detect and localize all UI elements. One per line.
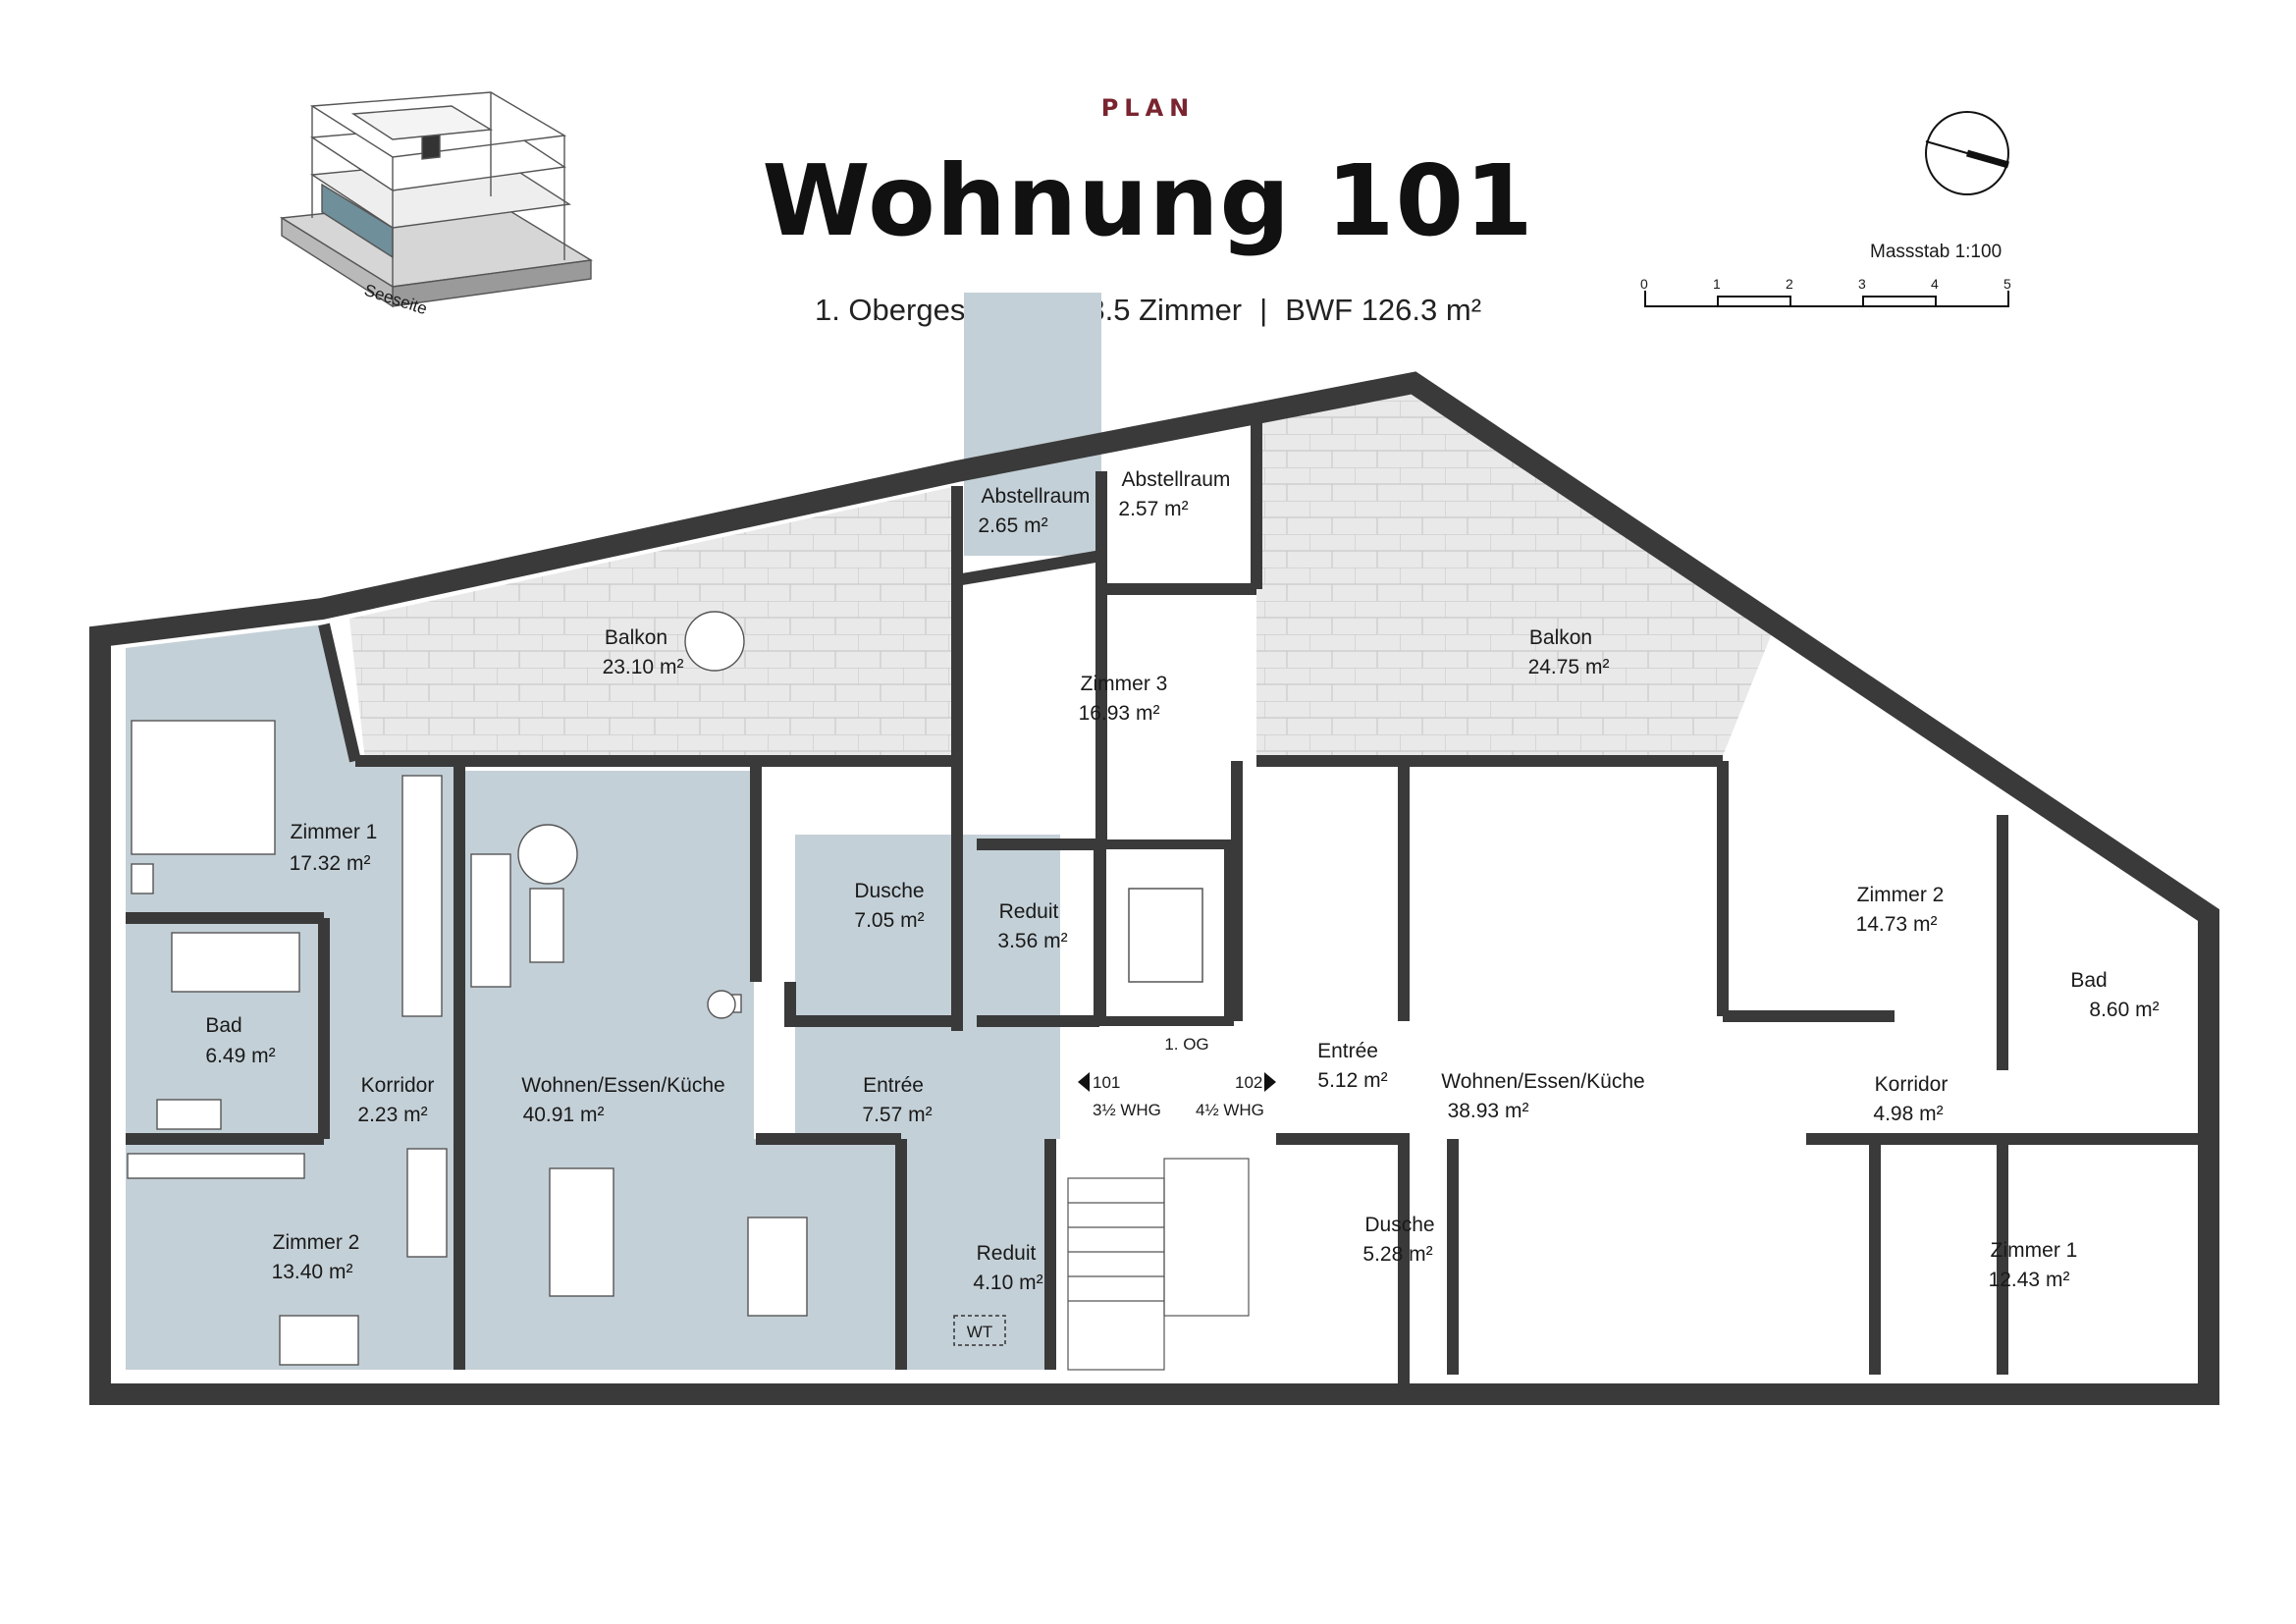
room-area: 5.28 m² bbox=[1362, 1243, 1432, 1266]
room-name: Dusche bbox=[1364, 1214, 1434, 1236]
arrow-left-icon bbox=[1078, 1072, 1090, 1092]
stair-treads bbox=[1067, 1158, 1250, 1371]
furniture-101 bbox=[127, 611, 808, 1366]
room-name: Wohnen/Essen/Küche bbox=[1441, 1070, 1644, 1093]
scale-tick: 4 bbox=[1931, 276, 1939, 292]
room-area: 6.49 m² bbox=[205, 1045, 275, 1067]
room-name: Abstellraum bbox=[982, 485, 1091, 508]
room-area: 2.57 m² bbox=[1118, 498, 1188, 520]
unit-number: 101 bbox=[1093, 1073, 1120, 1092]
room-area: 14.73 m² bbox=[1856, 913, 1938, 936]
unit-type: 4½ WHG bbox=[1196, 1101, 1264, 1119]
room-area: 12.43 m² bbox=[1989, 1269, 2070, 1291]
separator: | bbox=[1259, 293, 1268, 327]
outer-wall bbox=[89, 371, 2219, 1405]
room-labels-101: Abstellraum 2.65 m² Balkon 23.10 m² Zimm… bbox=[205, 485, 1090, 1294]
interior-walls bbox=[126, 417, 2199, 1394]
room-name: Zimmer 2 bbox=[273, 1231, 360, 1254]
room-area: 8.60 m² bbox=[2089, 999, 2159, 1021]
lift-icon bbox=[1096, 839, 1234, 1026]
room-area: 5.12 m² bbox=[1317, 1069, 1387, 1092]
room-area: 7.57 m² bbox=[862, 1104, 932, 1126]
room-area: 38.93 m² bbox=[1448, 1100, 1529, 1122]
scale-label: Massstab 1:100 bbox=[1870, 242, 2002, 262]
unit-type: 3½ WHG bbox=[1093, 1101, 1161, 1119]
room-name: Abstellraum bbox=[1122, 468, 1231, 491]
stair-area bbox=[1068, 1139, 1274, 1370]
room-name: Zimmer 3 bbox=[1081, 673, 1168, 695]
area-label: BWF 126.3 m² bbox=[1285, 293, 1482, 327]
meter-box bbox=[953, 1315, 1006, 1346]
room-area: 7.05 m² bbox=[854, 909, 924, 932]
arrow-right-icon bbox=[1264, 1072, 1276, 1092]
room-name: Zimmer 1 bbox=[291, 821, 378, 843]
room-area: 4.10 m² bbox=[973, 1272, 1042, 1294]
room-name: Dusche bbox=[854, 880, 924, 902]
balcony-left bbox=[349, 486, 957, 761]
room-area: 13.40 m² bbox=[272, 1261, 353, 1283]
scale-tick: 0 bbox=[1640, 276, 1648, 292]
scale-bar bbox=[1644, 291, 2009, 307]
plan-eyebrow: PLAN bbox=[1100, 94, 1196, 122]
room-name: Zimmer 1 bbox=[1991, 1239, 2078, 1262]
room-name: Reduit bbox=[977, 1242, 1037, 1265]
room-name: Zimmer 2 bbox=[1857, 884, 1945, 906]
room-labels-102: Abstellraum 2.57 m² Zimmer 3 16.93 m² Re… bbox=[997, 468, 2159, 1291]
page-title: Wohnung 101 bbox=[762, 143, 1534, 258]
room-area: 3.56 m² bbox=[997, 930, 1067, 952]
room-name: Wohnen/Essen/Küche bbox=[521, 1074, 724, 1097]
stair-landing: 1. OG 101 3½ WHG 102 4½ WHG WT bbox=[953, 1035, 1276, 1346]
unit-number: 102 bbox=[1235, 1073, 1262, 1092]
room-area: 2.65 m² bbox=[978, 514, 1047, 537]
room-area: 17.32 m² bbox=[290, 852, 371, 875]
scale-tick: 3 bbox=[1858, 276, 1866, 292]
room-name: Entrée bbox=[863, 1074, 924, 1097]
room-name: Reduit bbox=[999, 900, 1059, 923]
room-area: 40.91 m² bbox=[523, 1104, 605, 1126]
floor-label: 1. OG bbox=[1164, 1035, 1208, 1054]
meter-label: WT bbox=[967, 1323, 992, 1341]
room-name: Korridor bbox=[361, 1074, 435, 1097]
rooms-label: 3.5 Zimmer bbox=[1088, 293, 1243, 327]
room-area: 4.98 m² bbox=[1873, 1103, 1943, 1125]
room-name: Balkon bbox=[605, 626, 667, 649]
balcony-right bbox=[1256, 393, 1772, 756]
room-name: Korridor bbox=[1875, 1073, 1949, 1096]
scale-tick: 1 bbox=[1713, 276, 1721, 292]
scale-tick: 2 bbox=[1786, 276, 1793, 292]
scale-tick: 5 bbox=[2003, 276, 2011, 292]
room-area: 23.10 m² bbox=[603, 656, 684, 678]
room-name: Entrée bbox=[1317, 1040, 1378, 1062]
scale-ticks: 0 1 2 3 4 5 bbox=[1640, 276, 2011, 292]
room-area: 16.93 m² bbox=[1079, 702, 1160, 725]
room-area: 2.23 m² bbox=[357, 1104, 427, 1126]
room-name: Bad bbox=[2070, 969, 2107, 992]
key-plan-icon bbox=[279, 91, 594, 308]
room-name: Bad bbox=[205, 1014, 241, 1037]
room-name: Balkon bbox=[1529, 626, 1592, 649]
north-arrow-icon bbox=[1925, 111, 2009, 195]
room-area: 24.75 m² bbox=[1528, 656, 1610, 678]
